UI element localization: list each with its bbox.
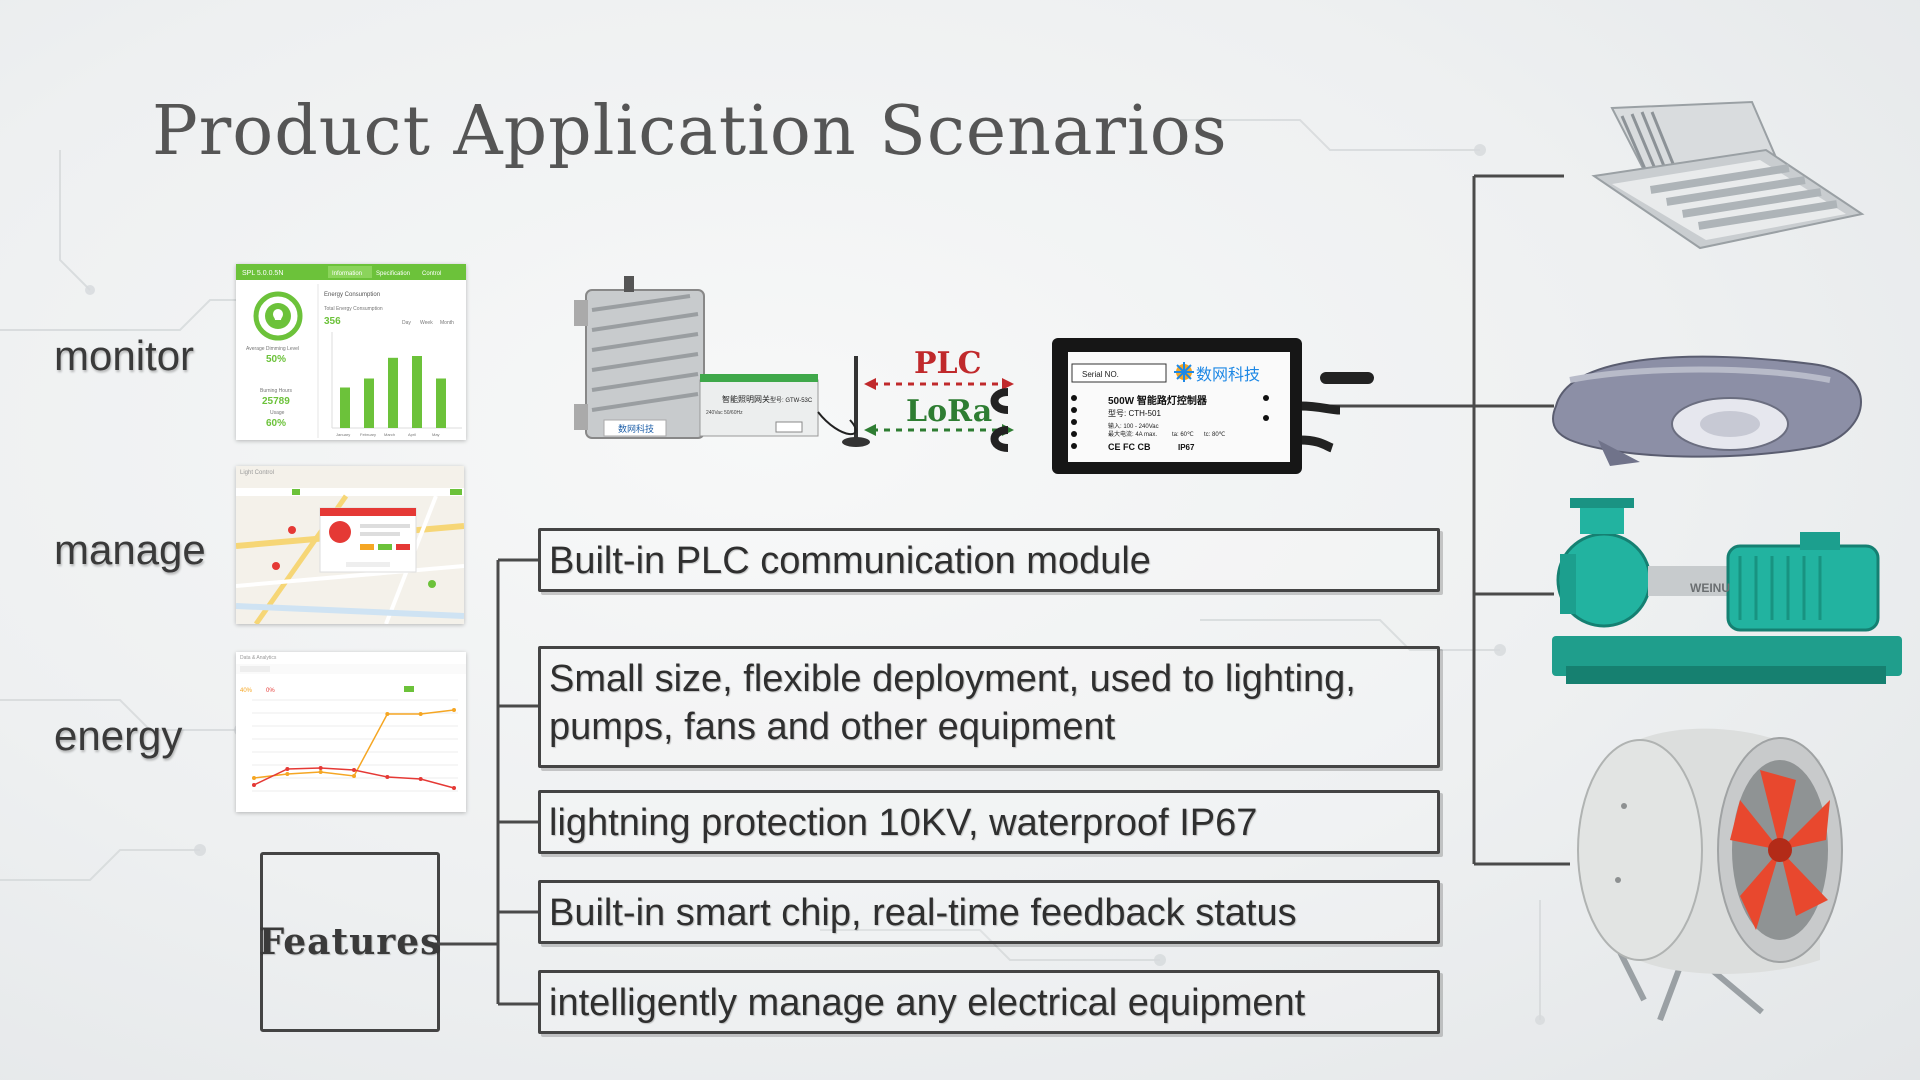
led-floodlight-image [1591, 100, 1865, 250]
manage-label: manage [54, 526, 206, 573]
energy-point [318, 770, 323, 774]
monitor-stat3-value: 60% [266, 418, 286, 429]
monitor-month-label: April [408, 432, 416, 437]
monitor-range-day: Day [402, 320, 411, 326]
controller-brand: 数网科技 [1196, 365, 1260, 384]
gateway-brand: 数网科技 [618, 423, 654, 435]
monitor-screenshot: SPL 5.0.0.5N Information Specification C… [236, 264, 466, 440]
feature-item: intelligently manage any electrical equi… [538, 970, 1440, 1034]
feature-text: lightning protection 10KV, waterproof IP… [549, 802, 1258, 844]
monitor-stat2-label: Burning Hours [260, 388, 292, 394]
energy-point [418, 712, 423, 716]
gateway-device: 智能照明网关 型号: GTW-53C 240Vac 50/60Hz 数网科技 [574, 276, 819, 439]
energy-point [385, 712, 390, 716]
controller-name: 500W 智能路灯控制器 [1108, 394, 1208, 407]
feature-text: Small size, flexible deployment, used to… [549, 658, 1356, 700]
energy-point [352, 768, 356, 772]
controller-input: 输入: 100 - 240Vac [1108, 422, 1159, 430]
feature-item: Built-in PLC communication module [538, 528, 1440, 592]
controller-certs: CE FC CB [1108, 442, 1151, 452]
gateway-label: 智能照明网关 [722, 394, 770, 404]
bulb-icon [273, 309, 283, 320]
gateway-power: 240Vac 50/60Hz [706, 410, 743, 416]
energy-point [252, 776, 256, 780]
features-label: Features [258, 921, 442, 963]
energy-point [318, 766, 323, 770]
antenna-icon [817, 356, 870, 447]
controller-model: 型号: CTH-501 [1108, 409, 1161, 418]
monitor-total-value: 356 [324, 316, 341, 327]
energy-pct1: 40% [240, 688, 253, 694]
feature-text: Built-in PLC communication module [549, 540, 1151, 582]
controller-max-current: 最大电流: 4A max. [1108, 430, 1157, 438]
feature-text: pumps, fans and other equipment [549, 706, 1116, 748]
energy-screenshot: Data & Analytics 40% 0% [236, 652, 466, 812]
monitor-bar [340, 387, 350, 428]
energy-pct2: 0% [266, 688, 275, 694]
energy-point [452, 786, 456, 790]
manage-screenshot: Light Control [236, 466, 464, 624]
controller-ta: ta: 60℃ [1172, 432, 1194, 438]
monitor-tab-control: Control [422, 271, 441, 277]
monitor-range-month: Month [440, 320, 454, 326]
street-light-image [1552, 355, 1862, 466]
energy-point [252, 783, 256, 787]
features-box: Features [258, 852, 442, 1032]
feature-text: Built-in smart chip, real-time feedback … [549, 892, 1297, 934]
manage-title: Light Control [240, 470, 274, 476]
monitor-stat3-label: Usage [270, 410, 285, 416]
monitor-bar [412, 356, 422, 428]
plc-arrow [864, 378, 1014, 390]
monitor-month-label: January [336, 432, 350, 437]
energy-point [285, 767, 290, 771]
brand-logo-icon [1174, 362, 1194, 382]
controller-ip: IP67 [1178, 443, 1195, 452]
feature-text: intelligently manage any electrical equi… [549, 982, 1306, 1024]
lora-label: LoRa [906, 394, 993, 429]
monitor-month-label: March [384, 432, 395, 437]
monitor-month-label: February [360, 432, 376, 437]
pump-brand: WEINU [1690, 581, 1730, 595]
monitor-header-title: SPL 5.0.0.5N [242, 270, 283, 277]
energy-point [285, 772, 290, 776]
monitor-total-label: Total Energy Consumption [324, 306, 383, 312]
monitor-panel-title: Energy Consumption [324, 292, 380, 298]
controller-tc: tc: 80℃ [1204, 432, 1226, 438]
controller-serial-label: Serial NO. [1082, 370, 1119, 379]
page-title: Product Application Scenarios [152, 92, 1228, 171]
axial-fan-image [1577, 728, 1843, 1022]
energy-point [452, 708, 456, 712]
water-pump-image: WEINU [1552, 498, 1902, 684]
controller-device: Serial NO. 数网科技 500W 智能路灯控制器 型号: CTH-501… [990, 338, 1374, 474]
monitor-stat2-value: 25789 [262, 396, 290, 407]
monitor-tab-information: Information [332, 271, 362, 277]
feature-item: Small size, flexible deployment, used to… [538, 646, 1440, 768]
monitor-bar [436, 378, 446, 428]
monitor-tab-specification: Specification [376, 271, 410, 277]
monitor-stat1-value: 50% [266, 354, 286, 365]
energy-point [352, 774, 356, 778]
monitor-stat1-label: Average Dimming Level [246, 346, 299, 352]
plc-label: PLC [914, 346, 982, 381]
feature-item: Built-in smart chip, real-time feedback … [538, 880, 1440, 944]
monitor-label: monitor [54, 332, 195, 379]
monitor-range-week: Week [420, 320, 433, 326]
monitor-month-label: May [432, 432, 440, 437]
energy-label: energy [54, 712, 183, 759]
energy-point [418, 777, 423, 781]
feature-item: lightning protection 10KV, waterproof IP… [538, 790, 1440, 854]
energy-point [385, 775, 390, 779]
gateway-model: 型号: GTW-53C [770, 396, 813, 404]
monitor-bar [364, 378, 374, 428]
monitor-bar [388, 357, 398, 428]
energy-title: Data & Analytics [240, 655, 277, 661]
